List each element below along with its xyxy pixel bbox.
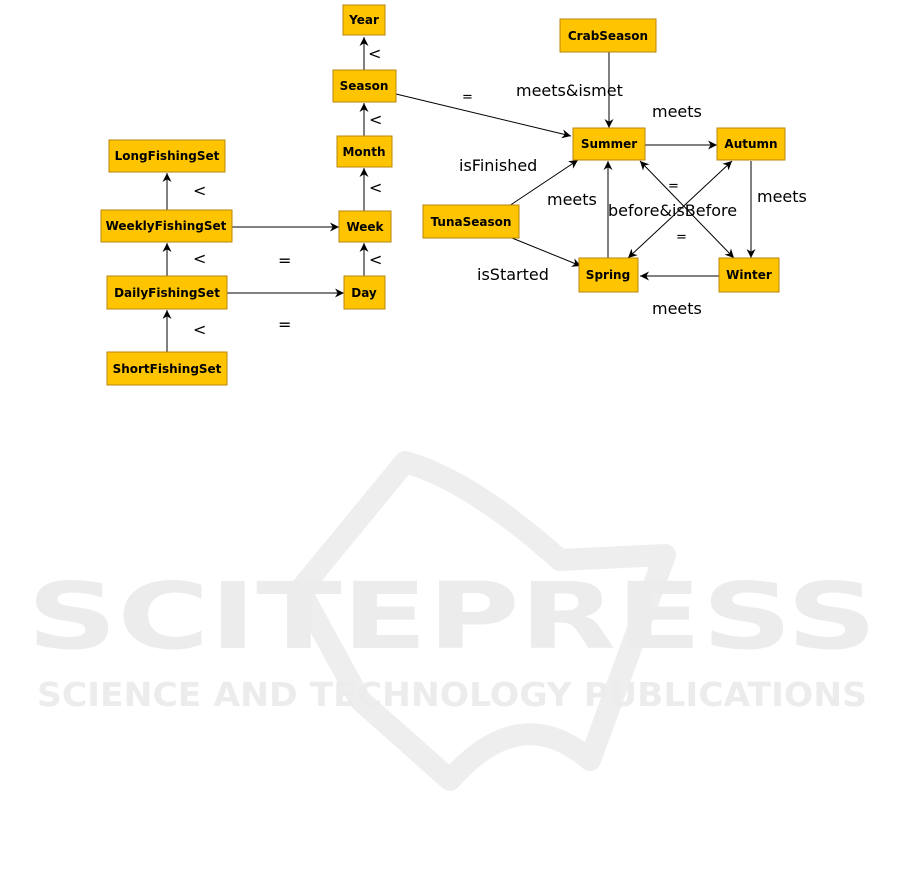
watermark: SCITEPRESS SCIENCE AND TECHNOLOGY PUBLIC… — [27, 462, 877, 780]
label-weekly-long: < — [193, 181, 206, 200]
label-diag-eq-top: = — [668, 179, 679, 194]
svg-text:Year: Year — [348, 13, 379, 27]
node-day: Day — [344, 276, 385, 309]
node-autumn: Autumn — [717, 128, 785, 160]
svg-text:Spring: Spring — [586, 268, 630, 282]
label-month-season: < — [369, 110, 382, 129]
svg-text:LongFishingSet: LongFishingSet — [115, 149, 220, 163]
node-short-fishing-set: ShortFishingSet — [107, 352, 227, 385]
node-long-fishing-set: LongFishingSet — [109, 140, 225, 172]
svg-text:Summer: Summer — [581, 137, 637, 151]
label-summer-autumn: meets — [652, 102, 702, 121]
label-daily-weekly: < — [193, 249, 206, 268]
edge-labels: < < < < < < < = = = meets&ismet meets is… — [193, 44, 807, 339]
node-daily-fishing-set: DailyFishingSet — [107, 276, 227, 309]
label-weekly-week: = — [278, 251, 291, 270]
edge-tuna-spring — [512, 238, 581, 266]
label-tuna-summer: isFinished — [459, 156, 537, 175]
svg-text:Season: Season — [340, 79, 389, 93]
svg-text:Month: Month — [342, 145, 385, 159]
svg-text:TunaSeason: TunaSeason — [431, 215, 512, 229]
svg-text:CrabSeason: CrabSeason — [568, 29, 648, 43]
label-daily-day: = — [278, 315, 291, 334]
svg-text:Day: Day — [351, 286, 377, 300]
label-season-year: < — [368, 44, 381, 63]
label-crab-summer: meets&ismet — [516, 81, 623, 100]
node-crab-season: CrabSeason — [560, 19, 656, 52]
node-year: Year — [343, 5, 385, 35]
watermark-title: SCITEPRESS — [27, 563, 877, 670]
node-week: Week — [339, 211, 391, 242]
label-diag-eq-bottom: = — [676, 230, 687, 245]
label-winter-spring: meets — [652, 299, 702, 318]
label-spring-summer: meets — [547, 190, 597, 209]
node-summer: Summer — [573, 128, 645, 160]
edge-season-summer — [396, 94, 571, 136]
node-season: Season — [333, 70, 396, 102]
label-autumn-winter: meets — [757, 187, 807, 206]
node-tuna-season: TunaSeason — [423, 205, 519, 238]
node-spring: Spring — [579, 258, 638, 292]
label-before: before&isBefore — [608, 201, 737, 220]
label-short-daily: < — [193, 320, 206, 339]
svg-text:Autumn: Autumn — [724, 137, 777, 151]
label-tuna-spring: isStarted — [477, 265, 549, 284]
label-season-summer: = — [462, 90, 473, 105]
svg-text:Week: Week — [346, 220, 384, 234]
svg-text:Winter: Winter — [726, 268, 772, 282]
svg-text:DailyFishingSet: DailyFishingSet — [114, 286, 220, 300]
watermark-subtitle: SCIENCE AND TECHNOLOGY PUBLICATIONS — [37, 675, 867, 714]
node-winter: Winter — [719, 258, 779, 292]
node-month: Month — [337, 136, 392, 167]
svg-text:WeeklyFishingSet: WeeklyFishingSet — [106, 219, 227, 233]
svg-text:ShortFishingSet: ShortFishingSet — [113, 362, 222, 376]
label-day-week: < — [369, 250, 382, 269]
label-week-month: < — [369, 178, 382, 197]
node-weekly-fishing-set: WeeklyFishingSet — [101, 210, 232, 242]
